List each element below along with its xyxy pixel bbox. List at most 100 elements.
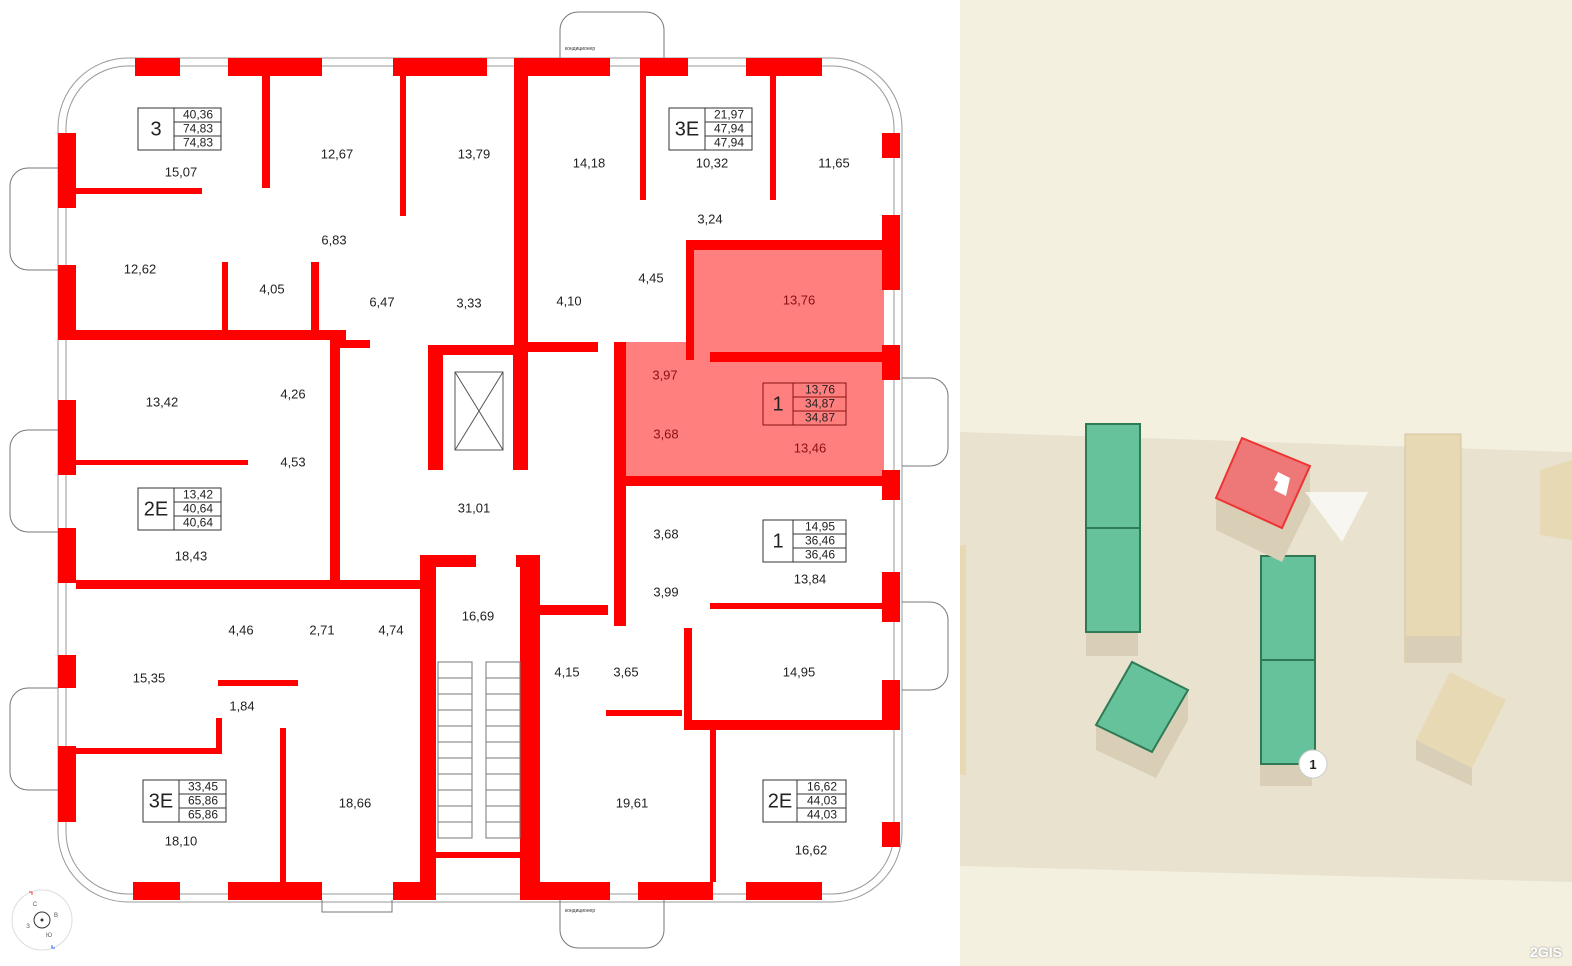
compass-west: З <box>26 924 30 930</box>
apartment-tag[interactable]: 3Е 33,45 65,86 65,86 <box>142 779 227 823</box>
living-area: 13,76 <box>805 383 835 397</box>
total-area: 34,87 <box>805 397 835 411</box>
total-area-alt: 36,46 <box>805 548 835 562</box>
apartment-type: 1 <box>772 393 783 415</box>
room-area: 3,68 <box>653 426 678 441</box>
total-area-alt: 47,94 <box>714 136 744 150</box>
building <box>1094 660 1190 778</box>
room-area: 3,24 <box>697 211 722 226</box>
total-area: 44,03 <box>807 794 837 808</box>
room-area: 4,45 <box>638 270 663 285</box>
living-area: 13,42 <box>183 488 213 502</box>
building <box>1416 672 1506 786</box>
room-area: 16,62 <box>795 842 828 857</box>
apartment-type: 3Е <box>149 790 173 812</box>
room-area: 18,10 <box>165 833 198 848</box>
apartment-type: 2Е <box>768 790 792 812</box>
room-area: 13,84 <box>794 571 827 586</box>
room-area: 16,69 <box>462 608 495 623</box>
room-area: 18,43 <box>175 548 208 563</box>
room-area: 6,47 <box>369 294 394 309</box>
apartment-type: 3Е <box>675 118 699 140</box>
room-area: 13,76 <box>783 292 816 307</box>
apartment-tag-selected[interactable]: 1 13,76 34,87 34,87 <box>762 382 847 426</box>
apartment-tag[interactable]: 3Е 21,97 47,94 47,94 <box>668 107 753 151</box>
room-area: 3,65 <box>613 664 638 679</box>
apartment-type: 2Е <box>144 498 168 520</box>
total-area: 65,86 <box>188 794 218 808</box>
room-area: 4,74 <box>378 622 403 637</box>
ac-label: кондиционер <box>565 46 595 52</box>
room-area: 4,46 <box>228 622 253 637</box>
ac-units <box>9 11 949 949</box>
selected-building[interactable] <box>1214 436 1368 562</box>
floor-plan: кондиционер кондиционер <box>9 11 949 951</box>
room-area: 6,83 <box>321 232 346 247</box>
total-area-alt: 34,87 <box>805 411 835 425</box>
selected-apartment[interactable] <box>620 247 884 480</box>
site-map[interactable]: 1 <box>960 0 1572 966</box>
building <box>1260 555 1316 786</box>
compass-east: В <box>54 913 58 919</box>
room-area: 4,05 <box>259 281 284 296</box>
building <box>1540 460 1572 540</box>
living-area: 40,36 <box>183 108 213 122</box>
total-area: 74,83 <box>183 122 213 136</box>
apartment-tag[interactable]: 2Е 16,62 44,03 44,03 <box>762 779 847 823</box>
room-area: 12,67 <box>321 146 354 161</box>
room-area: 11,65 <box>818 155 850 170</box>
building <box>1085 423 1141 656</box>
room-area: 15,07 <box>165 164 198 179</box>
total-area-alt: 74,83 <box>183 136 213 150</box>
room-area: 13,42 <box>146 394 179 409</box>
building-marker[interactable]: 1 <box>1298 749 1328 779</box>
living-area: 21,97 <box>714 108 744 122</box>
apartment-tag[interactable]: 2Е 13,42 40,64 40,64 <box>137 487 222 531</box>
staircase <box>437 661 521 839</box>
room-area: 4,26 <box>280 386 305 401</box>
living-area: 16,62 <box>807 780 837 794</box>
apartment-tag[interactable]: 1 14,95 36,46 36,46 <box>762 519 847 563</box>
room-area: 13,46 <box>794 440 827 455</box>
room-area: 14,18 <box>573 155 606 170</box>
total-area: 47,94 <box>714 122 744 136</box>
room-area: 3,68 <box>653 526 678 541</box>
compass-south: Ю <box>46 933 52 939</box>
room-area: 3,33 <box>456 295 481 310</box>
room-labels: 15,07 12,67 13,79 14,18 10,32 11,65 3,24… <box>124 146 850 857</box>
building <box>1404 433 1462 663</box>
room-area: 2,71 <box>309 622 334 637</box>
compass-north: С <box>33 902 38 908</box>
room-area: 31,01 <box>458 500 491 515</box>
compass-icon: С В Ю З <box>11 889 73 951</box>
elevator-shaft <box>454 371 504 451</box>
apartment-tag[interactable]: 3 40,36 74,83 74,83 <box>137 107 222 151</box>
living-area: 33,45 <box>188 780 218 794</box>
building <box>960 545 966 775</box>
walls <box>58 58 900 900</box>
room-area: 3,99 <box>653 584 678 599</box>
ac-label: кондиционер <box>565 908 595 914</box>
apartment-type: 1 <box>772 530 783 552</box>
room-area: 15,35 <box>133 670 166 685</box>
marker-label: 1 <box>1309 757 1316 772</box>
total-area-alt: 44,03 <box>807 808 837 822</box>
total-area-alt: 40,64 <box>183 516 213 530</box>
living-area: 14,95 <box>805 520 835 534</box>
total-area-alt: 65,86 <box>188 808 218 822</box>
room-area: 13,79 <box>458 146 491 161</box>
room-area: 19,61 <box>616 795 649 810</box>
view-direction-icon <box>1305 492 1368 542</box>
room-area: 4,15 <box>554 664 579 679</box>
room-area: 10,32 <box>696 155 729 170</box>
room-area: 3,97 <box>652 367 677 382</box>
room-area: 1,84 <box>229 698 254 713</box>
room-area: 4,10 <box>556 293 581 308</box>
room-area: 18,66 <box>339 795 372 810</box>
map-logo: 2GIS <box>1530 944 1562 960</box>
apartment-type: 3 <box>150 118 161 140</box>
room-area: 14,95 <box>783 664 816 679</box>
total-area: 36,46 <box>805 534 835 548</box>
room-area: 12,62 <box>124 261 157 276</box>
room-area: 4,53 <box>280 454 305 469</box>
